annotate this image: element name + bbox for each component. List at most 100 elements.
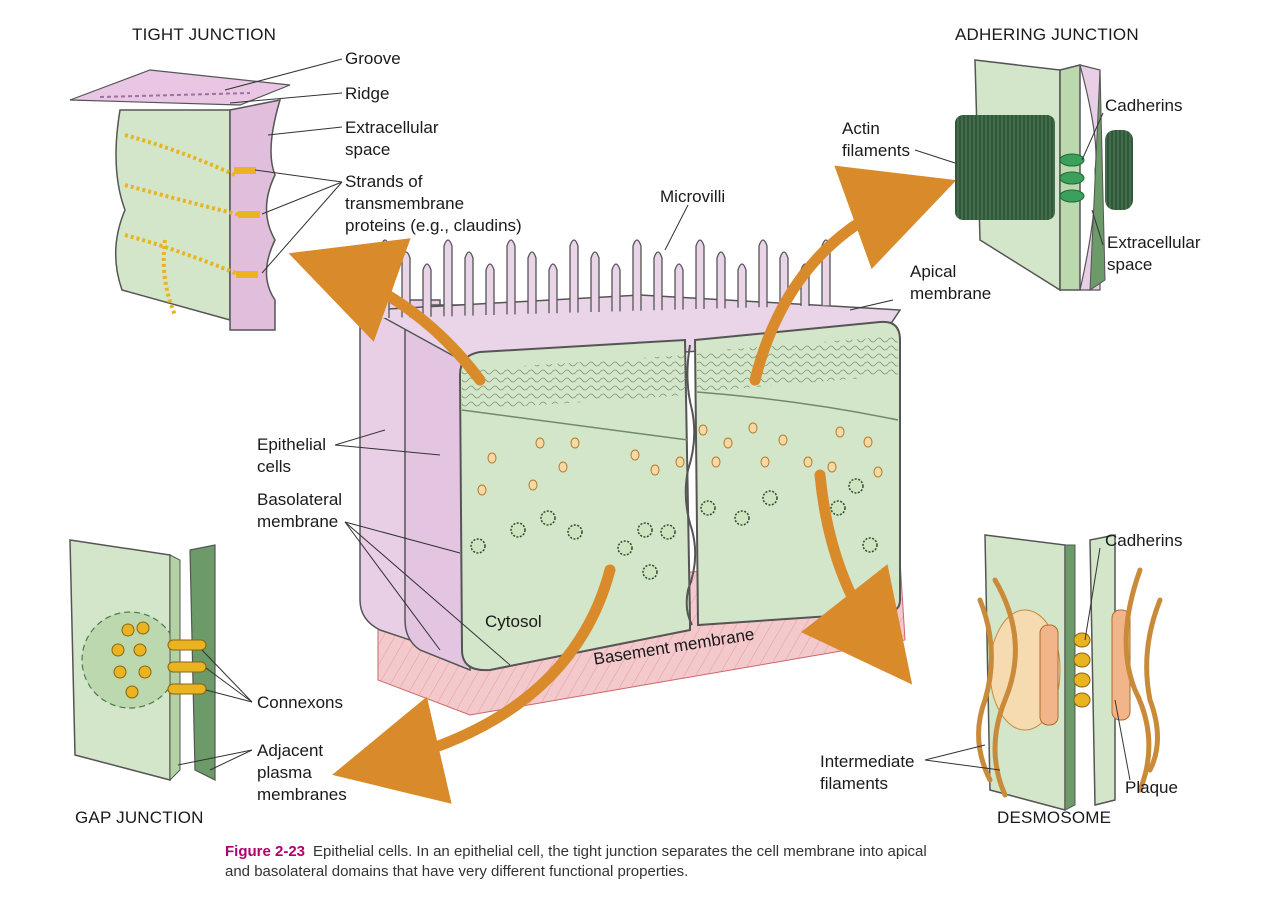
microvillus [464,251,474,316]
organelle-granule [617,540,633,556]
label-ridge: Ridge [345,84,390,103]
label-cytosol: Cytosol [485,612,542,631]
vesicle [477,484,487,496]
organelle-granule [510,522,526,538]
title-desmosome: DESMOSOME [997,808,1112,827]
vesicle [570,437,580,449]
arrow-to-tight-junction [288,238,486,386]
microvillus [527,251,537,314]
leader-lines [177,58,1131,781]
microvillus [695,239,705,309]
vesicle [760,456,770,468]
label-cadherins-bottom: Cadherins [1105,531,1183,550]
label-plaque: Plaque [1125,778,1178,797]
microvillus [380,239,390,318]
label-basolateral-1: Basolateral [257,490,343,509]
vesicle [675,456,685,468]
vesicle [748,422,758,434]
figure-caption: Figure 2-23 Epithelial cells. In an epith… [225,842,1085,882]
organelle-granule [540,510,556,526]
adhering-junction-inset [955,59,1133,292]
vesicle [835,426,845,438]
title-tight-junction: TIGHT JUNCTION [132,25,277,44]
label-intermediate-1: Intermediate [820,752,915,771]
caption-line-1: Epithelial cells. In an epithelial cell,… [313,843,927,860]
organelle-granule [567,524,583,540]
vesicle [873,466,883,478]
organelle-granule [830,500,846,516]
vesicle [863,436,873,448]
gap-junction-inset [69,539,216,782]
vesicle [698,424,708,436]
microvillus [611,263,621,312]
microvillus [674,263,684,310]
organelle-granule [862,537,878,553]
vesicle [558,461,568,473]
organelle-granule [642,564,658,580]
label-strands-3: proteins (e.g., claudins) [345,216,522,235]
microvillus [737,263,747,308]
vesicle [535,437,545,449]
organelle-granule [734,510,750,526]
label-connexons: Connexons [257,693,344,712]
label-actin-1: Actin [842,119,880,138]
microvillus [590,251,600,312]
microvillus [422,263,432,317]
label-microvilli: Microvilli [660,187,726,206]
vesicle [528,479,538,491]
figure-number: Figure 2-23 [225,843,306,860]
microvillus [548,263,558,314]
organelle-granule [660,524,676,540]
organelle-granule [848,478,864,494]
label-ecs-right-1: Extracellular [1107,233,1201,252]
microvillus [443,239,453,317]
label-adjacent-3: membranes [257,785,347,804]
label-extracellular-1: Extracellular [345,118,439,137]
label-apical-1: Apical [910,262,957,281]
label-groove: Groove [345,49,401,68]
arrow-to-desmosome [800,469,913,685]
label-intermediate-2: filaments [820,774,889,793]
microvillus [485,263,495,315]
microvillus [569,239,579,313]
microvillus [632,239,642,311]
label-apical-2: membrane [910,284,992,303]
caption-line-2: and basolateral domains that have very d… [225,863,689,880]
title-gap-junction: GAP JUNCTION [75,808,204,827]
label-ecs-right-2: space [1107,255,1153,274]
label-strands-2: transmembrane [345,194,465,213]
vesicle [778,434,788,446]
vesicle [487,452,497,464]
label-basolateral-2: membrane [257,512,339,531]
organelle-granule [470,538,486,554]
organelle-granule [762,490,778,506]
vesicle [827,461,837,473]
label-epithelial-1: Epithelial [257,435,326,454]
vesicle [723,437,733,449]
vesicle [803,456,813,468]
vesicle [630,449,640,461]
desmosome-inset [976,534,1163,811]
organelle-granule [700,500,716,516]
organelles [470,422,883,580]
pointer-arrows [288,165,957,804]
title-adhering-junction: ADHERING JUNCTION [955,25,1139,44]
arrow-to-gap-junction [332,564,616,804]
organelle-granule [637,522,653,538]
label-actin-2: filaments [842,141,911,160]
epithelial-cell-block [359,294,902,672]
label-extracellular-2: space [345,140,391,159]
label-epithelial-2: cells [257,457,292,476]
microvillus [758,239,768,308]
label-cadherins-top: Cadherins [1105,96,1183,115]
vesicle [711,456,721,468]
tight-junction-inset [69,69,291,331]
label-adjacent-1: Adjacent [257,741,324,760]
microvillus [506,239,516,315]
microvillus [653,251,663,311]
arrow-to-adhering-junction [749,165,957,386]
vesicle [650,464,660,476]
label-strands-1: Strands of [345,172,423,191]
